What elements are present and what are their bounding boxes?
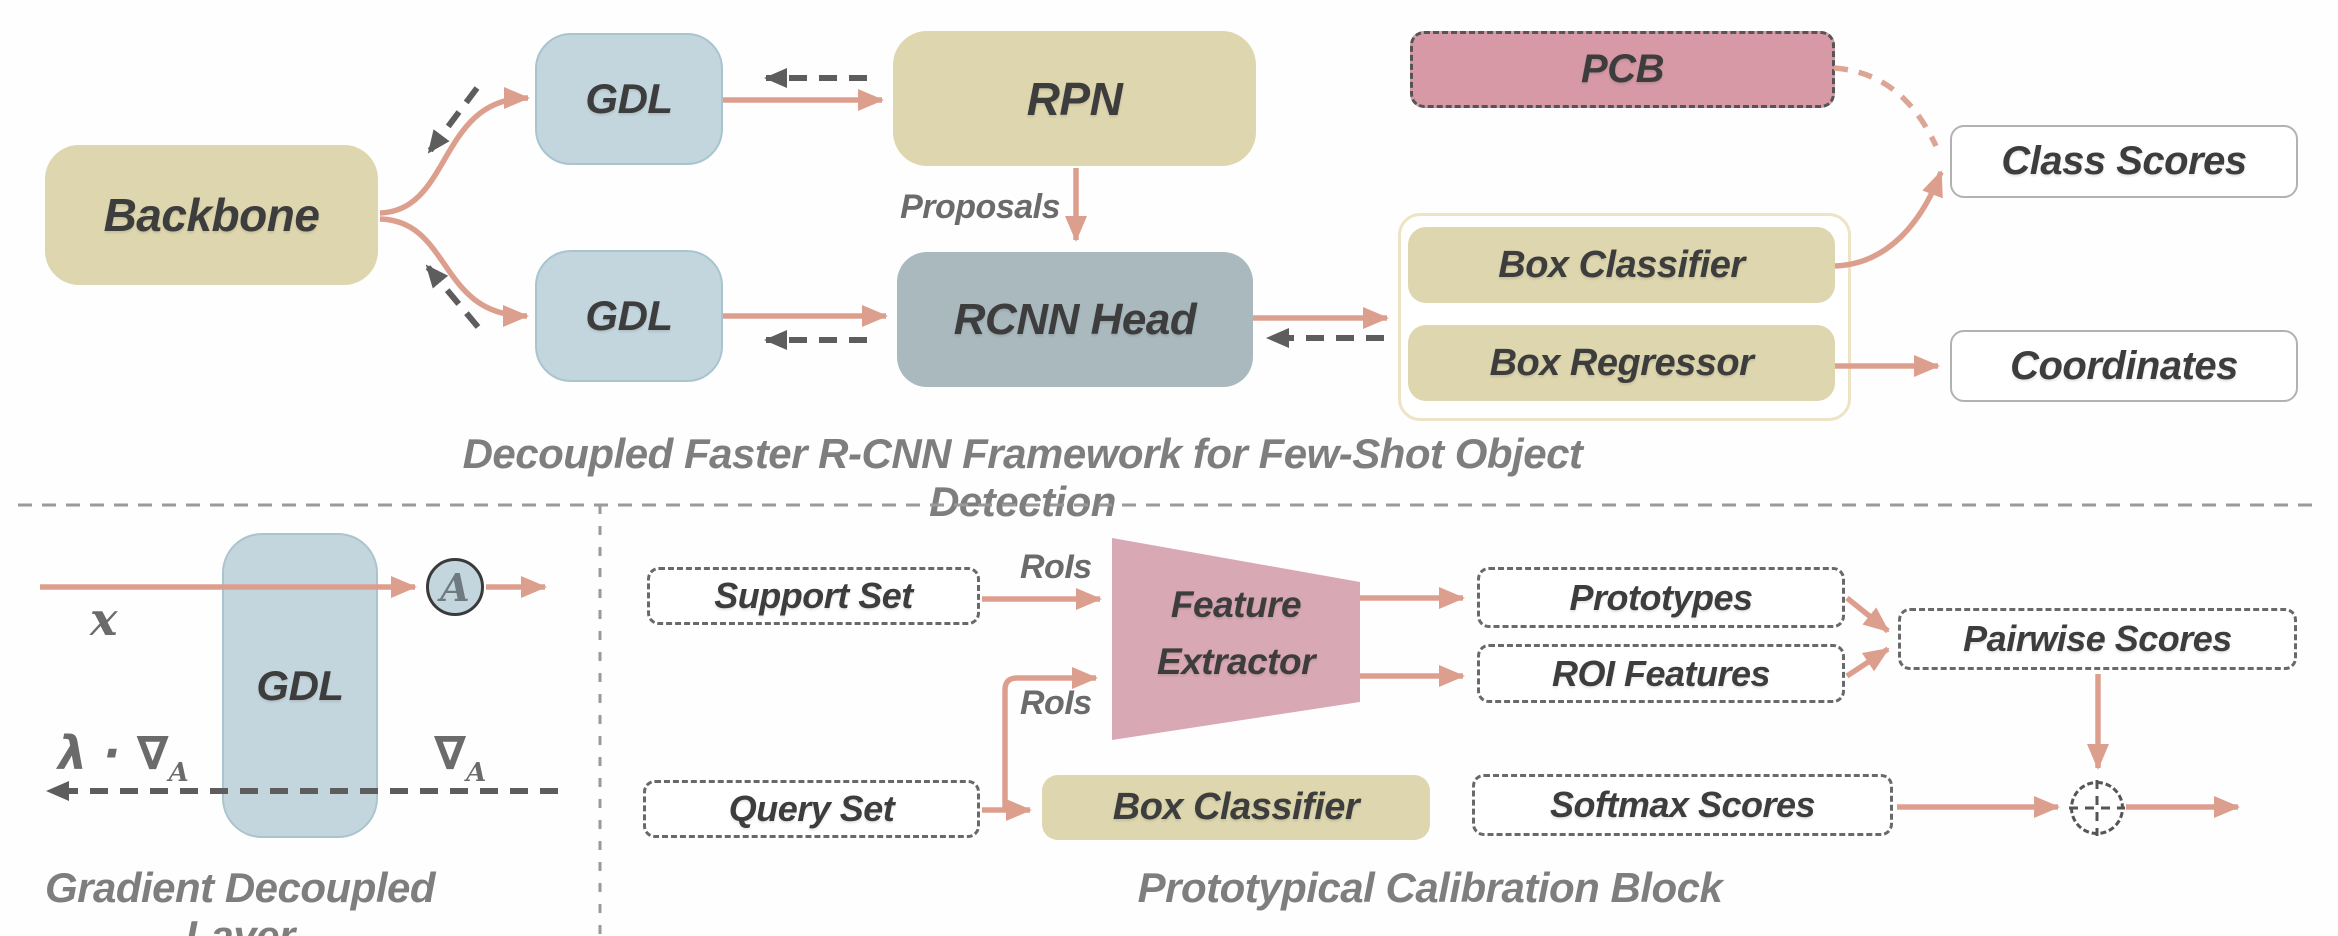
scaled-gradient-label: λ · ∇A — [58, 726, 189, 788]
query-set-node: Query Set — [643, 780, 980, 838]
gdl-layer-node: GDL — [222, 533, 378, 838]
pairwise-scores-node: Pairwise Scores — [1898, 608, 2297, 670]
gdl-input-label: x — [90, 592, 117, 646]
box-classifier-node: Box Classifier — [1408, 227, 1835, 303]
rois-query-label: RoIs — [1020, 684, 1092, 722]
scaled-gradient-subscript: A — [168, 758, 189, 788]
roi-features-node: ROI Features — [1477, 644, 1845, 703]
gradient-text: ∇ — [434, 726, 467, 780]
gradient-label: ∇A — [434, 726, 486, 788]
proposals-label: Proposals — [900, 188, 1060, 226]
box-regressor-node: Box Regressor — [1408, 325, 1835, 401]
pcb-box-classifier-node: Box Classifier — [1042, 775, 1430, 840]
prototypes-node: Prototypes — [1477, 567, 1845, 628]
affine-transform-icon: A — [426, 558, 484, 616]
backbone-to-gdl-top-arrow — [379, 87, 530, 216]
scaled-gradient-text: λ · ∇ — [58, 726, 169, 780]
gdl-top-node: GDL — [535, 33, 723, 165]
framework-caption: Decoupled Faster R-CNN Framework for Few… — [462, 430, 1583, 525]
rois-support-label: RoIs — [1020, 548, 1092, 586]
gradient-subscript: A — [466, 758, 487, 788]
backbone-to-gdl-bottom-arrow — [379, 216, 529, 327]
softmax-scores-node: Softmax Scores — [1472, 774, 1893, 836]
support-set-node: Support Set — [647, 567, 980, 625]
gdl-caption: Gradient Decoupled Layer — [44, 864, 436, 936]
gdl-bottom-to-backbone-grad-arrow — [424, 264, 481, 329]
gdl-top-to-backbone-grad-arrow — [426, 86, 480, 154]
roifeatures-to-pairwise-arrow — [1845, 646, 1890, 679]
backbone-node: Backbone — [45, 145, 378, 285]
coordinates-node: Coordinates — [1950, 330, 2298, 402]
class-scores-node: Class Scores — [1950, 125, 2298, 198]
gdl-bottom-node: GDL — [535, 250, 723, 382]
pcb-node: PCB — [1410, 31, 1835, 108]
rpn-node: RPN — [893, 31, 1256, 166]
feature-extractor-line2: Extractor — [1157, 641, 1315, 683]
rcnn-head-node: RCNN Head — [897, 252, 1253, 387]
sum-operator-icon — [2070, 781, 2124, 835]
feature-extractor-line1: Feature — [1170, 584, 1302, 625]
pcb-caption: Prototypical Calibration Block — [1137, 864, 1723, 911]
prototypes-to-pairwise-arrow — [1845, 595, 1890, 634]
pcb-to-class-scores-dashed-arrow — [1833, 65, 1939, 148]
